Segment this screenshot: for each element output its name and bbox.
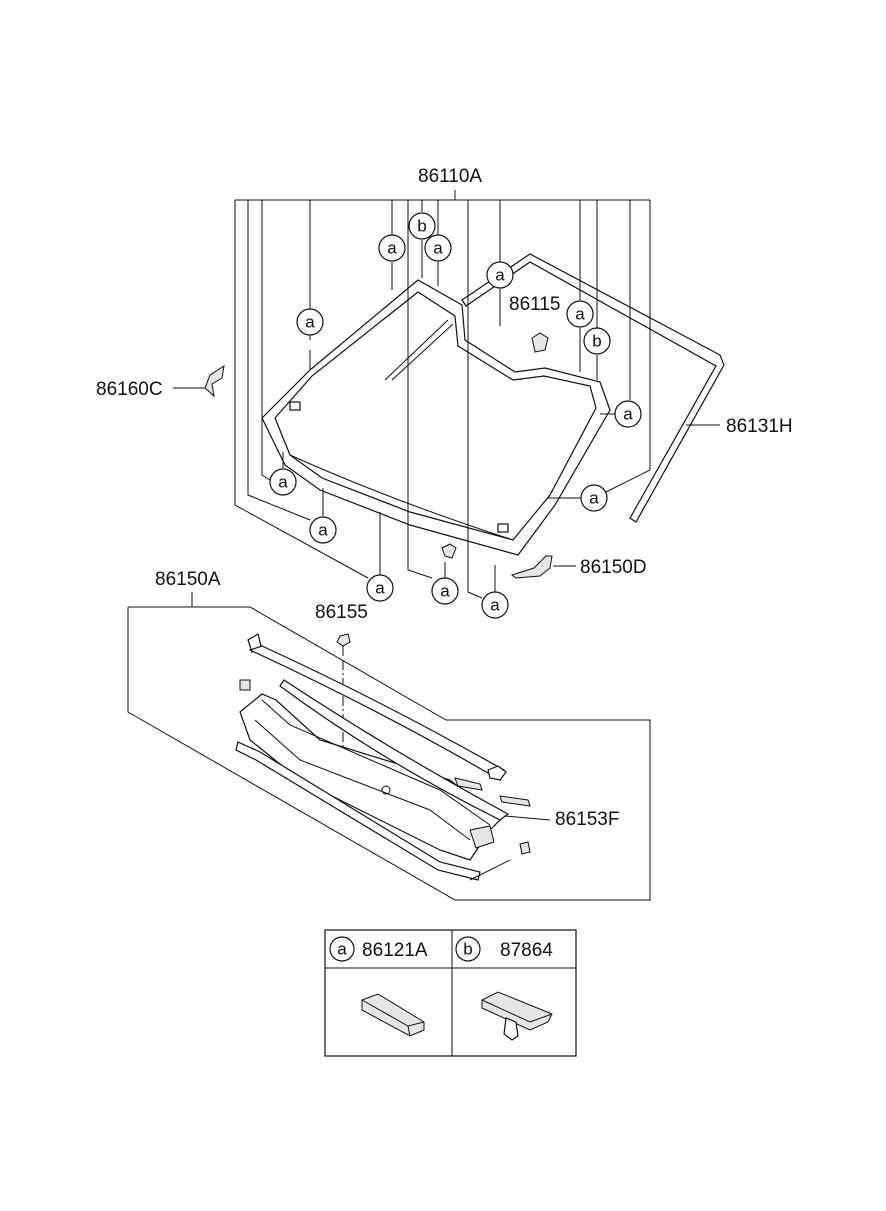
svg-text:a: a (278, 473, 288, 492)
side-molding-part (204, 364, 225, 398)
callout-a-9: a (309, 516, 337, 544)
svg-text:a: a (305, 313, 315, 332)
callout-a-10: a (366, 574, 394, 602)
cowl-assembly-frame (127, 592, 651, 901)
label-86150A: 86150A (155, 569, 221, 590)
legend-a-symbol: a (329, 936, 355, 962)
callout-a-11: a (431, 577, 459, 605)
svg-text:a: a (575, 305, 585, 324)
label-86155: 86155 (315, 602, 368, 623)
cowl-lower-panel (235, 679, 551, 881)
callout-a-3: a (424, 234, 452, 262)
svg-text:b: b (592, 332, 601, 351)
part-b-illustration (481, 991, 553, 1041)
svg-text:a: a (495, 266, 505, 285)
svg-text:a: a (589, 489, 599, 508)
legend-table: a 86121A b 87864 (324, 929, 577, 1057)
label-86153F: 86153F (555, 809, 619, 830)
callout-a-12: a (481, 591, 509, 619)
callout-a-8: a (269, 468, 297, 496)
label-86131H: 86131H (726, 416, 793, 437)
glass-clip (441, 543, 457, 559)
label-86110A: 86110A (418, 166, 482, 187)
callout-a-2: a (378, 234, 406, 262)
label-86150D: 86150D (580, 557, 647, 578)
leader-lines-86110A (234, 190, 651, 599)
callout-b-1: b (408, 212, 436, 240)
svg-text:a: a (387, 239, 397, 258)
legend-a-part: 86121A (362, 940, 428, 961)
callout-a-7: a (580, 484, 608, 512)
label-86115: 86115 (509, 294, 560, 315)
label-86160C: 86160C (96, 379, 163, 400)
svg-text:a: a (433, 239, 443, 258)
cowl-top-panel (239, 633, 507, 781)
callout-a-6: a (614, 400, 642, 428)
callout-a-1: a (296, 308, 324, 336)
callout-a-4: a (486, 261, 514, 289)
legend-b-symbol: b (455, 936, 481, 962)
cowl-bracket-part (510, 555, 553, 579)
svg-text:b: b (417, 217, 426, 236)
callout-b-2: b (583, 327, 611, 355)
windshield-glass (261, 279, 611, 556)
svg-text:a: a (337, 940, 347, 959)
sensor-cover-part (531, 332, 549, 353)
svg-text:a: a (490, 596, 500, 615)
callout-a-5: a (566, 300, 594, 328)
part-a-illustration (361, 993, 425, 1037)
svg-text:a: a (318, 521, 328, 540)
legend-b-part: 87864 (500, 940, 553, 961)
callout-arrows (282, 240, 615, 592)
svg-text:a: a (375, 579, 385, 598)
svg-text:a: a (440, 582, 450, 601)
svg-text:b: b (463, 940, 472, 959)
svg-text:a: a (623, 405, 633, 424)
